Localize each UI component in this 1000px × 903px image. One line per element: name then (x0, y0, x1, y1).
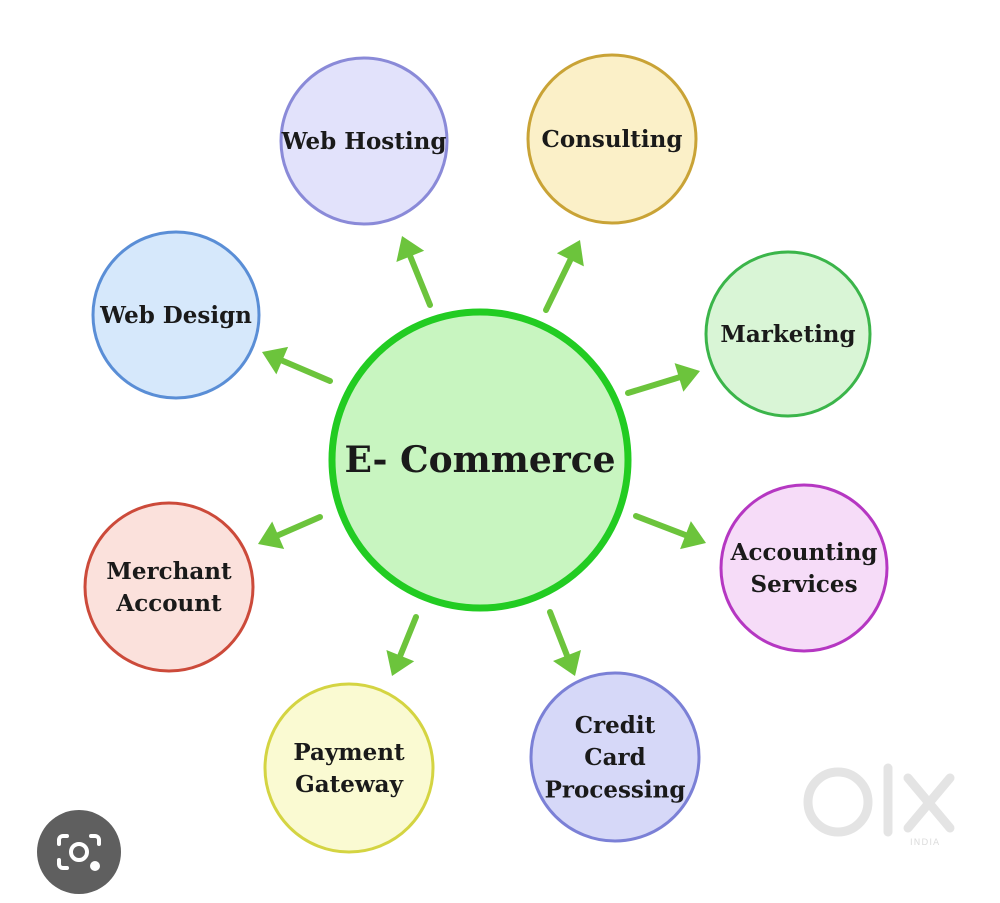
node-marketing: Marketing (704, 250, 872, 418)
node-circle (719, 483, 889, 653)
arrow-web-design (262, 346, 333, 384)
watermark-sub: INDIA (910, 838, 941, 848)
arrow-shaft (625, 374, 682, 396)
arrow-web-hosting (396, 236, 433, 308)
arrow-credit-card-processing (547, 609, 581, 676)
node-label: Consulting (542, 126, 683, 153)
node-label: Account (115, 590, 222, 617)
arrow-head (262, 346, 289, 375)
arrow-accounting-services (633, 513, 706, 550)
node-circle (529, 671, 701, 843)
image-search-icon (57, 834, 101, 871)
node-label: Accounting (730, 539, 878, 566)
center-label: E- Commerce (344, 439, 615, 481)
arrow-marketing (625, 363, 700, 396)
node-label: Marketing (720, 321, 855, 348)
node-circle (526, 53, 698, 225)
node-label: Payment (293, 739, 405, 766)
arrow-head (553, 650, 581, 676)
node-label: Credit (575, 712, 656, 739)
arrow-head (396, 236, 425, 263)
node-web-design: Web Design (91, 230, 261, 400)
node-circle (91, 230, 261, 400)
arrow-shaft (397, 614, 419, 659)
node-label: Services (750, 571, 857, 598)
arrow-shaft (279, 357, 333, 384)
nodes: Web Hosting ConsultingMarketingAccounting… (83, 53, 889, 854)
arrow-shaft (407, 253, 433, 308)
arrow-shaft (633, 513, 689, 539)
arrow-head (674, 363, 700, 392)
arrow-shaft (543, 256, 574, 313)
node-label: Card (584, 744, 645, 771)
olx-watermark: INDIA (800, 760, 965, 860)
arrow-head (258, 521, 285, 549)
arrow-head (386, 649, 415, 676)
node-label: Processing (545, 776, 686, 803)
node-circle (279, 56, 449, 226)
node-label: Web Design (99, 302, 252, 329)
arrow-head (680, 521, 706, 550)
arrow-head (556, 240, 584, 267)
node-circle (263, 682, 435, 854)
arrow-consulting (543, 240, 584, 313)
olx-logo (803, 763, 955, 837)
node-label: Web Hosting (281, 128, 447, 155)
arrow-shaft (275, 514, 323, 539)
arrows (258, 236, 706, 676)
node-web-hosting: Web Hosting (279, 56, 449, 226)
node-consulting: Consulting (526, 53, 698, 225)
arrow-payment-gateway (386, 614, 419, 676)
image-search-button[interactable] (37, 810, 121, 894)
center-circle (328, 308, 632, 612)
arrow-shaft (547, 609, 570, 659)
node-label: Gateway (295, 771, 404, 798)
node-circle (83, 501, 255, 673)
center-node: E- Commerce (328, 308, 632, 612)
node-label: Merchant (106, 558, 232, 585)
arrow-merchant-account (258, 514, 323, 549)
node-circle (704, 250, 872, 418)
